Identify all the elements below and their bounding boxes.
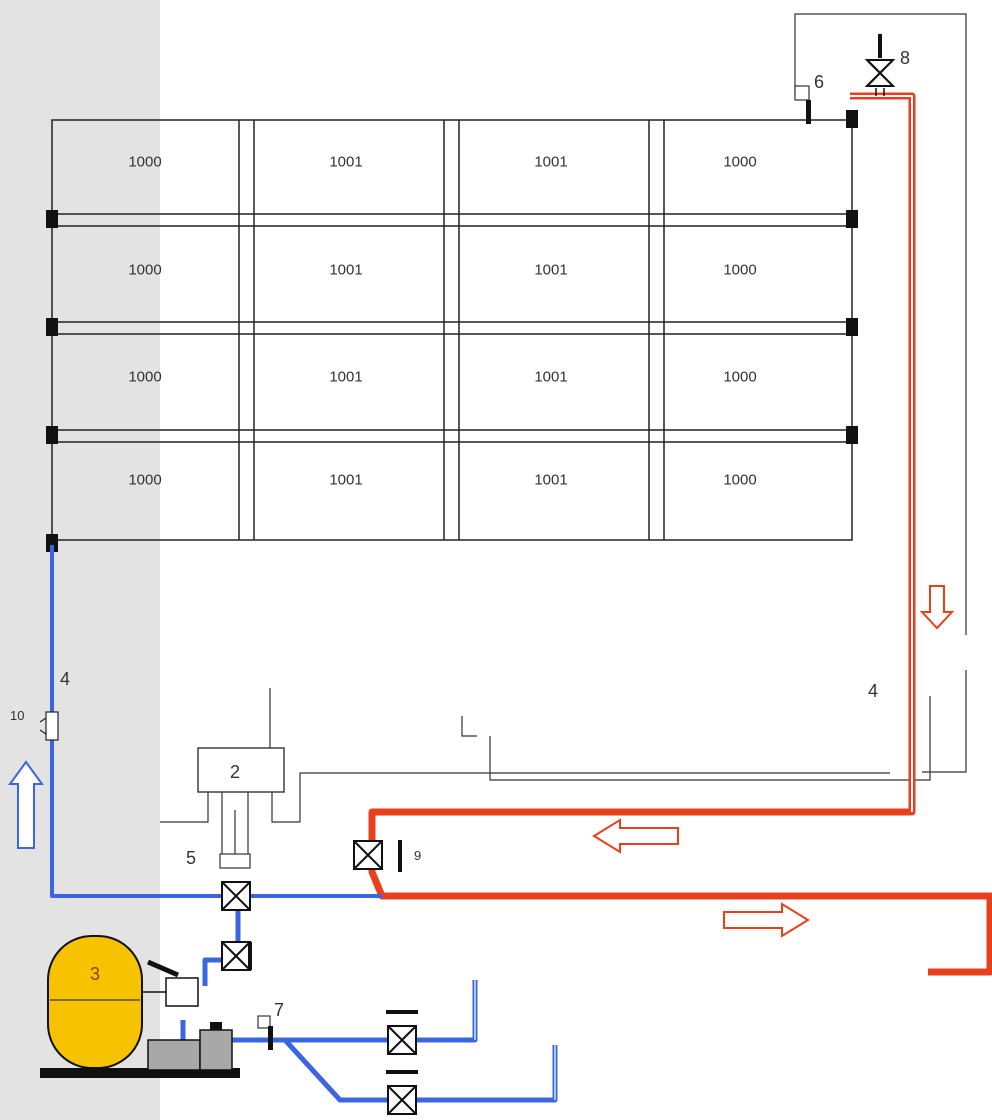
drain-valve-icon-stroke xyxy=(353,840,383,870)
filter-tank-icon xyxy=(47,935,143,1069)
label-drain-valve: 9 xyxy=(414,848,422,863)
flow-up-arrow-icon xyxy=(8,760,44,849)
check-valve-icon xyxy=(45,711,59,741)
collector-panel-label: 1000 xyxy=(723,261,757,279)
pump-motor xyxy=(147,1039,201,1071)
label-controller: 2 xyxy=(230,762,241,782)
drain-valve-icon xyxy=(353,840,383,870)
collector-panel-label: 1001 xyxy=(329,471,363,489)
actuator-box xyxy=(219,853,251,869)
collector-panel-label: 1000 xyxy=(723,153,757,171)
collector-panel-label: 1000 xyxy=(128,471,162,489)
check-valve-mark xyxy=(39,717,47,735)
collector-panel-label: 1000 xyxy=(723,471,757,489)
flow-left-arrow-icon xyxy=(592,818,679,854)
controller-box xyxy=(197,747,285,793)
sensor-bottom-probe xyxy=(268,1026,273,1050)
controller-wire xyxy=(271,792,300,823)
collector-panel-label: 1001 xyxy=(329,261,363,279)
sensor-top-probe xyxy=(806,100,811,124)
label-air-vent-valve: 8 xyxy=(900,48,911,68)
sensor-wires xyxy=(268,13,967,822)
label-pipe-right: 4 xyxy=(868,681,879,701)
collector-panel-label: 1001 xyxy=(534,368,568,386)
return-valve-bottom-icon-stroke xyxy=(387,1085,417,1115)
collector-panel-label: 1001 xyxy=(534,471,568,489)
label-sensor-bottom: 7 xyxy=(274,1000,285,1020)
collector-panel-label: 1000 xyxy=(128,368,162,386)
sensor-bottom-box xyxy=(257,1015,271,1029)
label-three-way-valve: 5 xyxy=(186,848,197,868)
collector-panel-label: 1000 xyxy=(128,261,162,279)
three-way-valve-icon-stroke xyxy=(221,881,251,911)
cold-pipe-highlight xyxy=(474,980,556,1100)
air-vent-valve-icon xyxy=(864,59,896,87)
filter-valve-icon xyxy=(221,941,251,971)
collector-panel-label: 1001 xyxy=(534,261,568,279)
return-valve-top-icon-stroke xyxy=(387,1025,417,1055)
collector-panel-label: 1000 xyxy=(128,153,162,171)
header-connectors xyxy=(46,110,858,552)
flow-down-arrow-icon xyxy=(919,585,955,630)
wall-shade xyxy=(0,0,160,1120)
label-pipe-left: 4 xyxy=(60,669,71,689)
filter-valve-icon-stroke xyxy=(221,941,251,971)
collector-panel-label: 1000 xyxy=(723,368,757,386)
collector-array xyxy=(51,119,853,541)
collector-panel-label: 1001 xyxy=(534,153,568,171)
flow-right-arrow-icon xyxy=(723,902,810,938)
pump-top xyxy=(210,1022,222,1030)
multiport-handle xyxy=(147,959,179,978)
sensor-top-box xyxy=(794,85,810,101)
pump-head xyxy=(199,1029,233,1071)
controller-wire xyxy=(160,792,209,823)
return-valve-top-icon xyxy=(387,1025,417,1055)
tank-base xyxy=(40,1068,240,1078)
return-valve-bottom-icon xyxy=(387,1085,417,1115)
hot-pipe xyxy=(368,92,992,976)
label-sensor-top: 6 xyxy=(814,72,825,92)
label-filter-tank: 3 xyxy=(90,964,101,984)
collector-panel-label: 1001 xyxy=(329,153,363,171)
label-check-valve: 10 xyxy=(10,708,25,723)
three-way-valve-icon xyxy=(221,881,251,911)
collector-panel-label: 1001 xyxy=(329,368,363,386)
air-vent-valve-icon-stroke xyxy=(866,59,894,87)
multiport-valve xyxy=(165,977,199,1007)
